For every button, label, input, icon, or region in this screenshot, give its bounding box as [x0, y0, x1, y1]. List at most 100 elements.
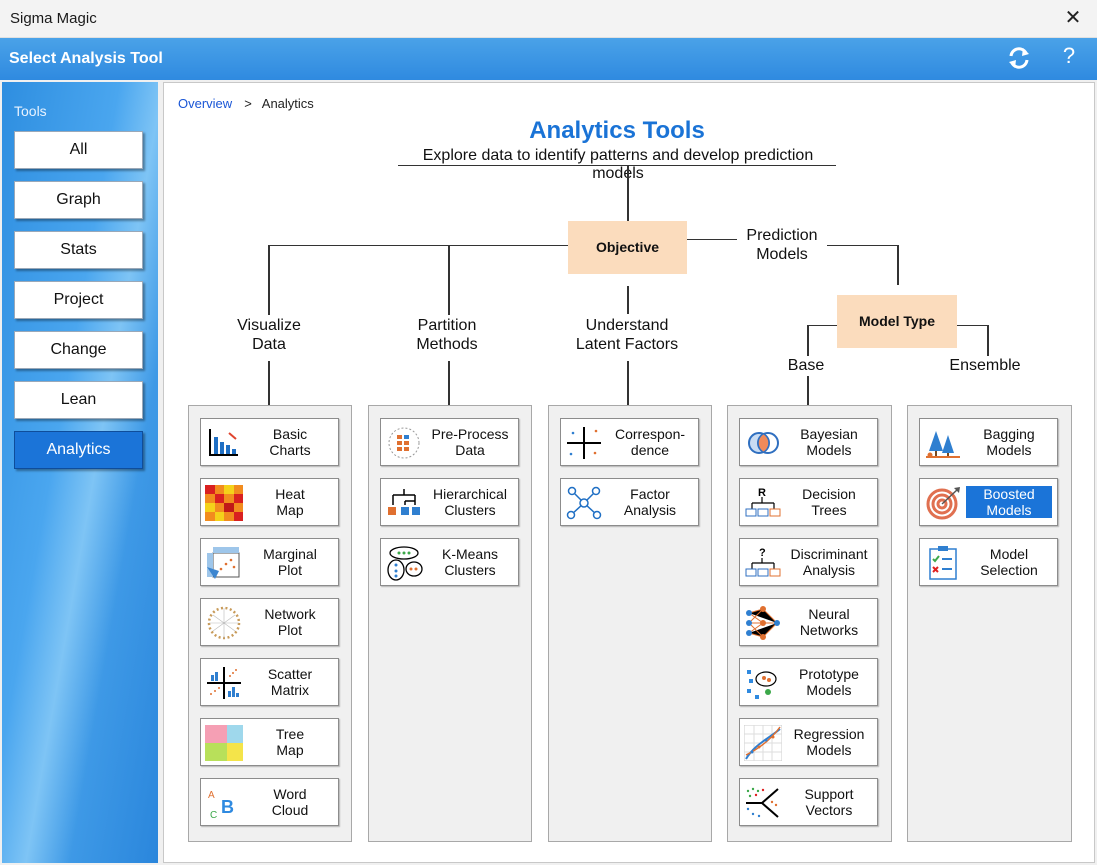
neural-networks-button[interactable]: Neural Networks — [739, 598, 878, 646]
scatter-matrix-button[interactable]: Scatter Matrix — [200, 658, 339, 706]
latent-factors-label: Understand Latent Factors — [575, 317, 679, 353]
sidebar-item-stats[interactable]: Stats — [14, 231, 143, 269]
heat-map-icon — [205, 485, 243, 521]
connector — [268, 245, 270, 315]
breadcrumb-overview-link[interactable]: Overview — [178, 96, 233, 111]
dialog-header: Select Analysis Tool ? — [0, 38, 1097, 80]
model-type-box: Model Type — [837, 295, 957, 348]
connector — [398, 165, 836, 166]
network-plot-icon — [207, 606, 241, 640]
visualize-panel: Basic Charts Heat Map — [188, 405, 352, 842]
tool-label: Bayesian Models — [800, 426, 858, 458]
base-models-panel: Bayesian Models R Decision Trees ? Discr… — [727, 405, 892, 842]
breadcrumb-separator: > — [244, 96, 252, 111]
objective-box: Objective — [568, 221, 687, 274]
word-cloud-icon: A B C — [208, 790, 234, 821]
breadcrumb: Overview > Analytics — [178, 96, 314, 111]
dialog-title: Select Analysis Tool — [9, 50, 163, 67]
factor-analysis-icon — [566, 486, 602, 520]
tool-label: K-Means Clusters — [441, 546, 499, 578]
connector — [987, 325, 989, 356]
bayesian-icon — [748, 432, 779, 454]
support-vector-icon — [746, 787, 779, 818]
ensemble-label: Ensemble — [949, 357, 1021, 374]
window-titlebar: Sigma Magic ✕ — [0, 0, 1097, 38]
neural-network-icon — [746, 606, 780, 640]
checklist-icon — [929, 546, 957, 580]
connector — [627, 361, 629, 405]
tree-map-button[interactable]: Tree Map — [200, 718, 339, 766]
word-cloud-button[interactable]: A B C Word Cloud — [200, 778, 339, 826]
sidebar-item-lean[interactable]: Lean — [14, 381, 143, 419]
factor-analysis-button[interactable]: Factor Analysis — [560, 478, 699, 526]
word-cloud-letter-b: B — [221, 797, 234, 817]
base-label: Base — [787, 357, 825, 374]
pre-process-data-button[interactable]: Pre-Process Data — [380, 418, 519, 466]
connector — [268, 245, 568, 246]
tool-label: Marginal Plot — [263, 546, 317, 578]
visualize-data-label: Visualize Data — [237, 317, 301, 353]
network-plot-button[interactable]: Network Plot — [200, 598, 339, 646]
sidebar-item-analytics[interactable]: Analytics — [14, 431, 143, 469]
sidebar-item-all[interactable]: All — [14, 131, 143, 169]
connector — [687, 239, 737, 240]
tools-label: Tools — [14, 103, 47, 119]
boosted-models-button[interactable]: Boosted Models — [919, 478, 1058, 526]
tree-map-icon — [205, 725, 243, 761]
close-icon[interactable]: ✕ — [1064, 7, 1082, 29]
window-title: Sigma Magic — [10, 10, 97, 27]
sidebar-item-project[interactable]: Project — [14, 281, 143, 319]
decision-tree-letter: R — [758, 487, 766, 499]
basic-charts-button[interactable]: Basic Charts — [200, 418, 339, 466]
discriminant-analysis-button[interactable]: ? Discriminant Analysis — [739, 538, 878, 586]
heat-map-button[interactable]: Heat Map — [200, 478, 339, 526]
model-selection-button[interactable]: Model Selection — [919, 538, 1058, 586]
latent-panel: Correspon- dence Factor Analysis — [548, 405, 712, 842]
tool-label: Bagging Models — [983, 426, 1035, 458]
marginal-plot-icon — [207, 547, 240, 579]
sidebar-item-change[interactable]: Change — [14, 331, 143, 369]
tool-label: Decision Trees — [802, 486, 856, 518]
regression-models-button[interactable]: Regression Models — [739, 718, 878, 766]
partition-panel: Pre-Process Data Hierarchical Clusters K… — [368, 405, 532, 842]
tool-label: Scatter Matrix — [267, 666, 313, 698]
prediction-models-label: Prediction Models — [746, 227, 818, 263]
connector — [897, 245, 899, 285]
connector — [957, 325, 988, 326]
help-icon[interactable]: ? — [1062, 43, 1076, 68]
k-means-icon — [387, 546, 423, 581]
tools-sidebar: Tools All Graph Stats Project Change Lea… — [2, 82, 158, 863]
connector — [807, 325, 837, 326]
bagging-models-button[interactable]: Bagging Models — [919, 418, 1058, 466]
ensemble-models-panel: Bagging Models Boosted Models Model Sele… — [907, 405, 1072, 842]
connector — [448, 245, 450, 315]
tool-label: Hierarchical Clusters — [433, 486, 507, 518]
hierarchical-clusters-icon — [388, 489, 420, 515]
regression-icon — [744, 725, 782, 761]
bayesian-models-button[interactable]: Bayesian Models — [739, 418, 878, 466]
tool-label: Basic Charts — [269, 426, 311, 458]
correspondence-button[interactable]: Correspon- dence — [560, 418, 699, 466]
marginal-plot-button[interactable]: Marginal Plot — [200, 538, 339, 586]
connector — [627, 286, 629, 314]
support-vectors-button[interactable]: Support Vectors — [739, 778, 878, 826]
tool-label: Network Plot — [264, 606, 316, 638]
sidebar-item-graph[interactable]: Graph — [14, 181, 143, 219]
k-means-clusters-button[interactable]: K-Means Clusters — [380, 538, 519, 586]
connector — [807, 325, 809, 356]
tool-label: Heat Map — [275, 486, 305, 518]
tool-label: Word Cloud — [271, 786, 309, 818]
breadcrumb-current: Analytics — [261, 96, 314, 111]
prototype-icon — [747, 670, 777, 699]
correspondence-icon — [567, 427, 601, 459]
content-area: Overview>Analytics Analytics Tools Explo… — [163, 82, 1095, 863]
connector — [448, 361, 450, 405]
pre-process-icon — [388, 427, 420, 459]
prototype-models-button[interactable]: Prototype Models — [739, 658, 878, 706]
page-title: Analytics Tools — [529, 117, 705, 144]
tool-label: Pre-Process Data — [431, 426, 509, 458]
decision-trees-button[interactable]: R Decision Trees — [739, 478, 878, 526]
decision-tree-icon: R — [745, 487, 781, 517]
hierarchical-clusters-button[interactable]: Hierarchical Clusters — [380, 478, 519, 526]
refresh-icon[interactable] — [1006, 45, 1032, 71]
